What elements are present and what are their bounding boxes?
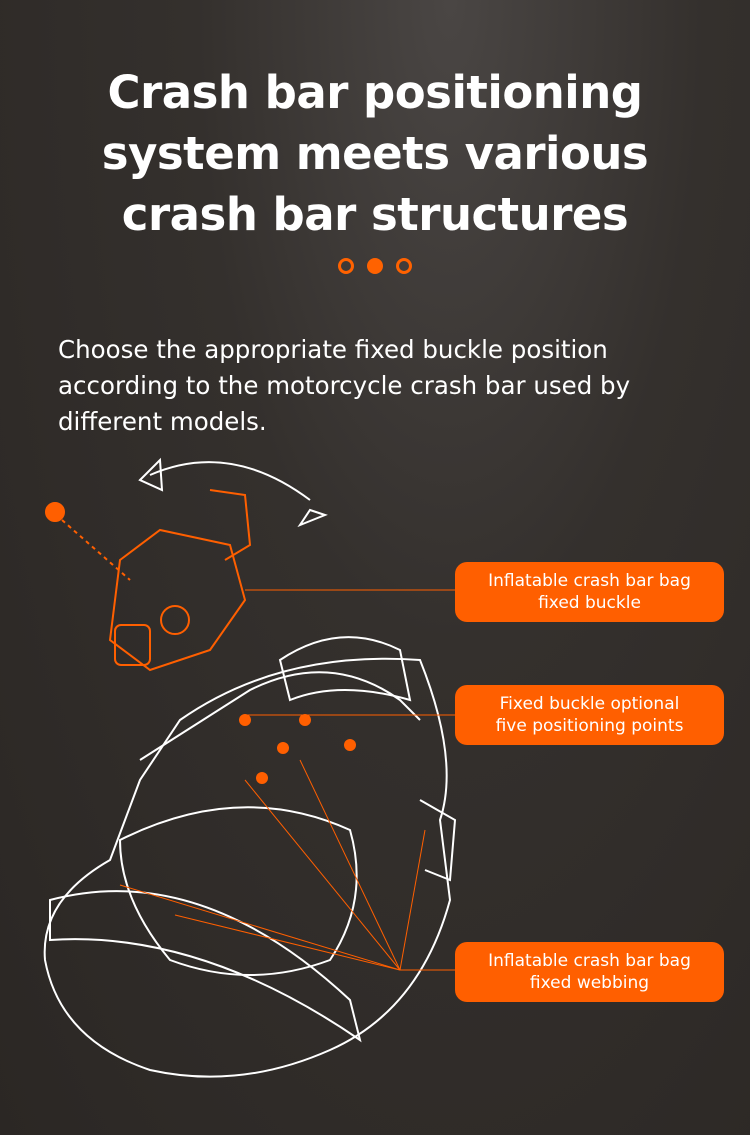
- callout-positioning-points: Fixed buckle optional five positioning p…: [455, 685, 724, 745]
- title-line: system meets various: [101, 127, 649, 180]
- pagination-dot[interactable]: [396, 258, 412, 274]
- bag-line-art: [43, 636, 457, 1078]
- pagination-dots: [0, 258, 750, 274]
- callout-text: fixed webbing: [529, 973, 650, 993]
- callout-text: Inflatable crash bar bag: [488, 571, 691, 591]
- description: Choose the appropriate fixed buckle posi…: [58, 335, 631, 436]
- buckle-line-art: [45, 489, 252, 672]
- callout-text: Fixed buckle optional: [499, 694, 680, 714]
- pagination-dot[interactable]: [338, 258, 354, 274]
- crash-bar-bag-illustration: [43, 457, 457, 1078]
- pagination-dot-active[interactable]: [367, 258, 383, 274]
- positioning-points: [239, 714, 356, 784]
- rotate-arrow-icon: [138, 457, 328, 528]
- callout-text: Inflatable crash bar bag: [488, 951, 691, 971]
- callout-fixed-buckle: Inflatable crash bar bag fixed buckle: [455, 562, 724, 622]
- page-title: Crash bar positioning system meets vario…: [0, 62, 750, 245]
- callout-fixed-webbing: Inflatable crash bar bag fixed webbing: [455, 942, 724, 1002]
- callout-text: five positioning points: [495, 716, 684, 736]
- title-line: crash bar structures: [121, 188, 629, 241]
- callout-text: fixed buckle: [538, 593, 641, 613]
- leader-lines: [119, 589, 455, 971]
- title-line: Crash bar positioning: [107, 66, 643, 119]
